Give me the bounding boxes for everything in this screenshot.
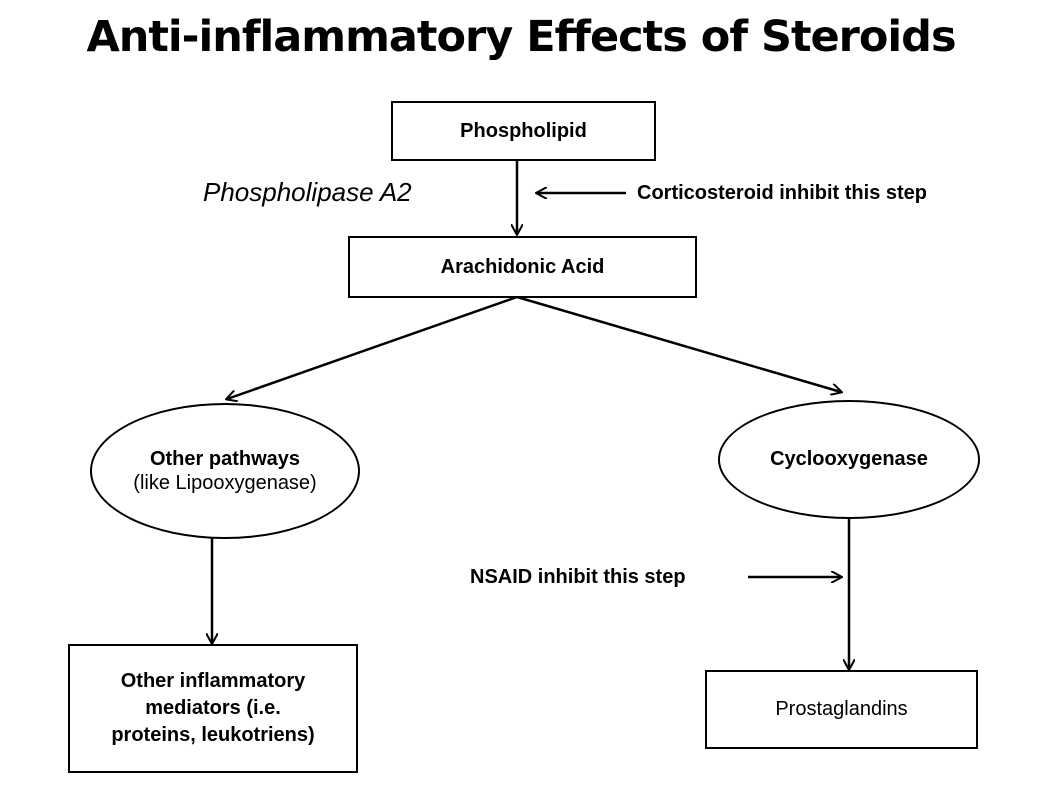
arrow-arachidonic-to-other-pathways bbox=[227, 295, 518, 399]
node-prostaglandins-label: Prostaglandins bbox=[775, 698, 908, 721]
node-other-mediators-line2: mediators (i.e. bbox=[145, 697, 281, 719]
diagram-title: Anti-inflammatory Effects of Steroids bbox=[86, 12, 956, 62]
arrow-arachidonic-to-cyclooxygenase bbox=[516, 295, 841, 392]
node-other-pathways-label: Other pathways bbox=[149, 447, 301, 470]
node-other-mediators: Other inflammatory mediators (i.e. prote… bbox=[68, 644, 358, 773]
node-arachidonic-acid: Arachidonic Acid bbox=[348, 236, 697, 298]
node-cyclooxygenase: Cyclooxygenase bbox=[718, 400, 980, 519]
nsaid-note: NSAID inhibit this step bbox=[470, 566, 686, 588]
node-cyclooxygenase-label: Cyclooxygenase bbox=[770, 448, 928, 471]
node-other-pathways-sublabel: (like Lipooxygenase) bbox=[133, 472, 317, 494]
node-other-mediators-line3: proteins, leukotriens) bbox=[111, 724, 315, 746]
node-other-mediators-line1: Other inflammatory bbox=[120, 670, 306, 692]
node-arachidonic-acid-label: Arachidonic Acid bbox=[440, 255, 605, 278]
node-prostaglandins: Prostaglandins bbox=[705, 670, 978, 749]
node-other-pathways: Other pathways (like Lipooxygenase) bbox=[90, 403, 360, 539]
enzyme-label: Phospholipase A2 bbox=[203, 177, 412, 207]
node-phospholipid-label: Phospholipid bbox=[460, 119, 587, 142]
corticosteroid-note: Corticosteroid inhibit this step bbox=[637, 182, 928, 204]
node-phospholipid: Phospholipid bbox=[391, 101, 656, 161]
